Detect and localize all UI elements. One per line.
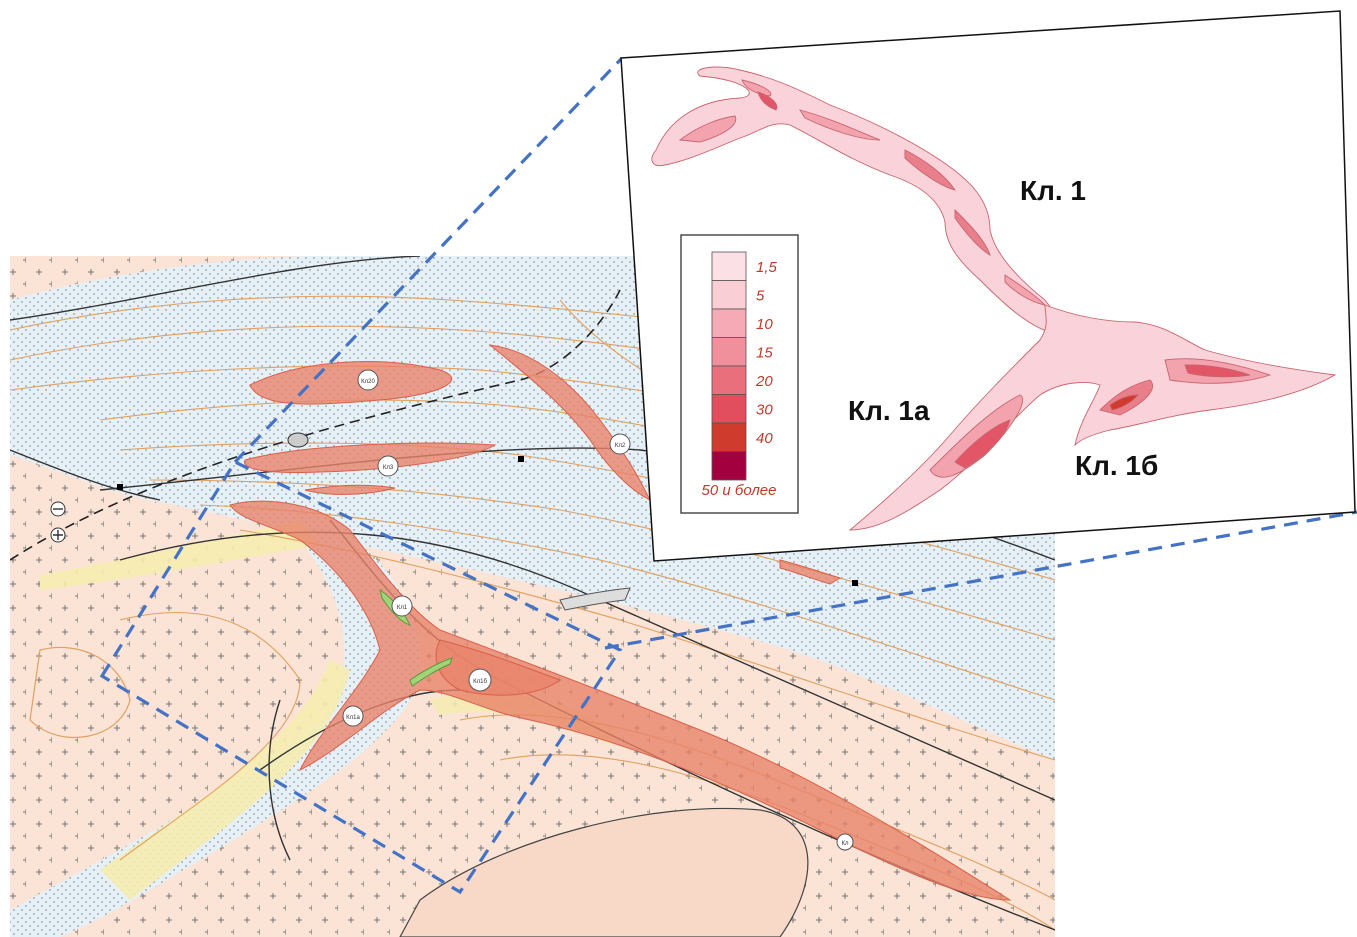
legend-swatch bbox=[711, 365, 747, 395]
ore-bodies bbox=[229, 344, 1012, 901]
yellow-band bbox=[40, 520, 320, 590]
legend: 1,5 5 10 15 20 30 40 50 и более bbox=[680, 234, 799, 514]
legend-label: 10 bbox=[756, 316, 773, 333]
marker-kl1: Кл1 bbox=[391, 595, 413, 617]
marker-kl1b: Кл1б bbox=[468, 668, 492, 692]
label-body-kl1a: Кл. 1а bbox=[848, 395, 930, 426]
legend-swatch bbox=[711, 394, 747, 424]
inset-ore-body-kl1a-kl1b bbox=[848, 304, 1337, 531]
svg-text:Кл20: Кл20 bbox=[361, 379, 375, 385]
legend-swatch bbox=[711, 280, 747, 310]
ore-body-kl3 bbox=[244, 442, 497, 473]
svg-text:Кл1б: Кл1б bbox=[473, 679, 487, 685]
marker-kl2: Кл2 bbox=[609, 433, 631, 455]
legend-label: 30 bbox=[756, 402, 773, 419]
zoom-guides bbox=[99, 56, 1357, 895]
yellow-band bbox=[100, 660, 350, 900]
legend-swatches: 1,5 5 10 15 20 30 40 50 и более bbox=[702, 251, 778, 499]
marker-kl: Кл bbox=[836, 833, 854, 851]
marker-kl20: Кл20 bbox=[357, 369, 379, 391]
zoom-area-outline bbox=[99, 459, 623, 895]
legend-label: 20 bbox=[755, 373, 773, 390]
legend-label: 50 и более bbox=[702, 482, 777, 499]
fault-line bbox=[10, 289, 621, 561]
map-markers: Кл20 Кл3 Кл2 Кл1 Кл1б Кл1а bbox=[342, 369, 854, 851]
ore-body-kl1b bbox=[435, 639, 562, 696]
inset-ore-body-kl1 bbox=[651, 66, 1065, 336]
legend-swatch bbox=[711, 308, 747, 338]
green-lens bbox=[409, 657, 453, 687]
legend-swatch bbox=[711, 451, 747, 481]
svg-text:Кл1а: Кл1а bbox=[346, 715, 360, 721]
legend-swatch bbox=[711, 251, 747, 281]
legend-label: 40 bbox=[756, 430, 773, 447]
svg-text:Кл: Кл bbox=[842, 841, 849, 847]
legend-swatch bbox=[711, 337, 747, 367]
legend-label: 15 bbox=[756, 345, 773, 362]
legend-label: 5 bbox=[756, 288, 765, 305]
ore-body-kl1 bbox=[229, 500, 1012, 901]
inset-panel: Кл. 1 Кл. 1а Кл. 1б 1,5 5 10 15 20 30 40 50 и б… bbox=[620, 10, 1356, 562]
svg-text:Кл1: Кл1 bbox=[397, 605, 408, 611]
marker-kl1a: Кл1а bbox=[342, 705, 364, 727]
ore-body-small bbox=[304, 484, 396, 495]
legend-label: 1,5 bbox=[756, 259, 778, 276]
legend-swatch bbox=[711, 422, 747, 452]
label-body-kl1: Кл. 1 bbox=[1020, 175, 1086, 206]
guide-line-bottom bbox=[604, 510, 1357, 650]
marker-kl3: Кл3 bbox=[377, 455, 399, 477]
ore-body-east bbox=[779, 559, 842, 585]
svg-text:Кл3: Кл3 bbox=[383, 465, 394, 471]
guide-line-top bbox=[233, 56, 624, 464]
label-body-kl1b: Кл. 1б bbox=[1075, 450, 1158, 481]
svg-text:Кл2: Кл2 bbox=[615, 443, 626, 449]
